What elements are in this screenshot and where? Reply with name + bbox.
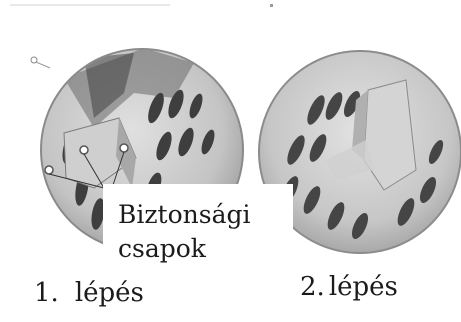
scan-dot (268, 2, 276, 8)
step-2-text: lépés (329, 272, 398, 302)
step-2-caption: 2.lépés (300, 272, 398, 302)
step-2-number: 2. (300, 272, 325, 302)
label-line-1: Biztonsági (118, 198, 250, 232)
step-1-caption: 1. lépés (34, 278, 144, 308)
label-line-2: csapok (118, 232, 250, 266)
scan-smudge (10, 2, 170, 8)
safety-pins-label: Biztonsági csapok (118, 198, 250, 266)
step-1-text: lépés (75, 278, 144, 308)
step-1-number: 1. (34, 278, 59, 308)
